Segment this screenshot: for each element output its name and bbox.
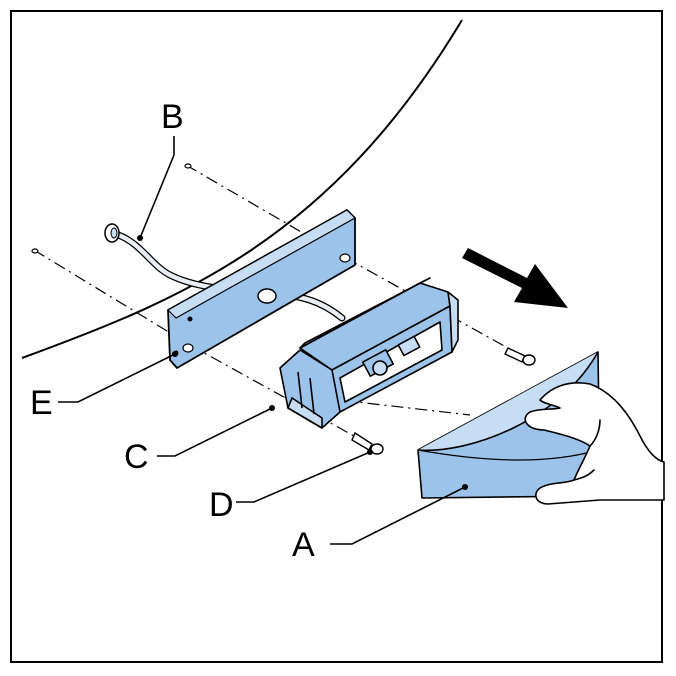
- sensor-module-c: [279, 277, 459, 429]
- leader-c: [157, 407, 273, 457]
- leader-b: [139, 136, 175, 239]
- mounting-plate-e: [167, 209, 356, 369]
- direction-arrow: [462, 248, 568, 308]
- leader-lines: [58, 136, 466, 545]
- leader-a: [330, 486, 466, 545]
- alignment-hole-marks: [31, 163, 192, 254]
- screw-right: [504, 347, 536, 366]
- leader-d: [236, 451, 371, 503]
- callout-a: A: [292, 526, 315, 564]
- callout-d: D: [209, 486, 234, 524]
- callout-c: C: [124, 438, 149, 476]
- leader-e: [58, 353, 176, 403]
- callout-e: E: [30, 384, 53, 422]
- surface-curve: [21, 19, 463, 359]
- callout-b: B: [161, 98, 184, 136]
- leader-dots: [137, 235, 468, 490]
- hand: [524, 382, 665, 505]
